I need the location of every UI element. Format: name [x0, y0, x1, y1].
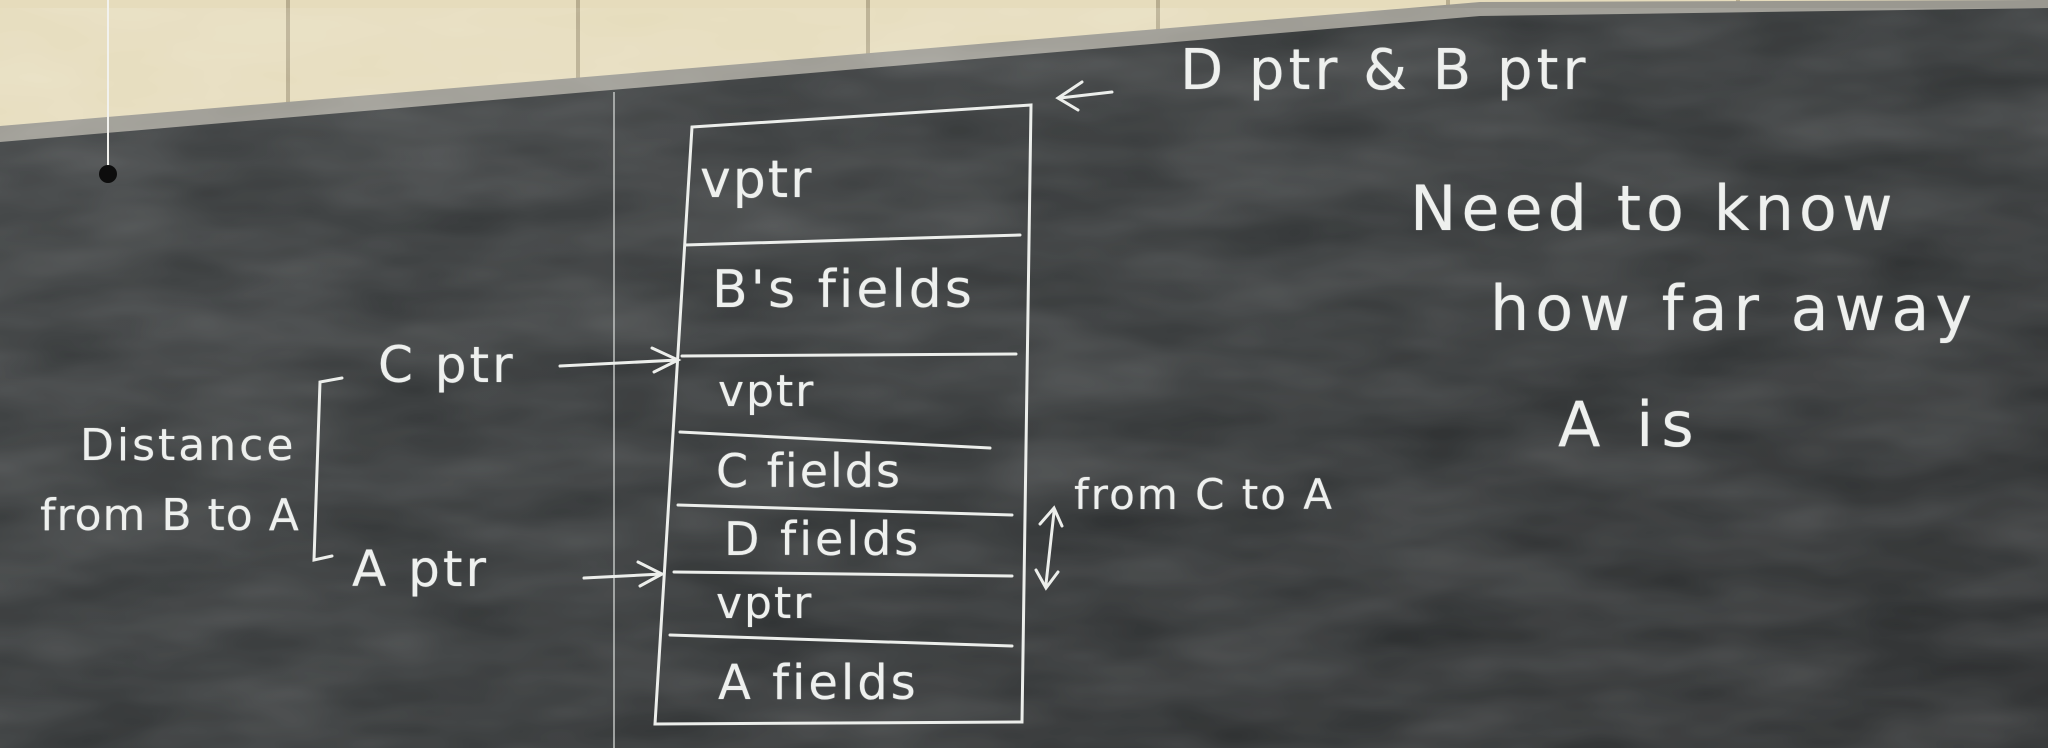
slot-a-fields: A fields: [718, 655, 919, 711]
slot-vptr-2: vptr: [718, 366, 815, 417]
slot-vptr-1: vptr: [700, 150, 814, 210]
top-pointer-note: D ptr & B ptr: [1180, 38, 1590, 103]
slot-d-fields: D fields: [724, 512, 921, 566]
note-line2: how far away: [1490, 272, 1979, 345]
c-pointer-label: C ptr: [378, 336, 516, 394]
slot-label: vptr: [700, 150, 814, 210]
slot-label: vptr: [716, 578, 814, 629]
slot-label: B's fields: [712, 260, 975, 320]
slot-vptr-3: vptr: [716, 578, 813, 629]
pin-icon: [99, 165, 117, 183]
slot-b-fields: B's fields: [712, 260, 975, 320]
slot-label: A fields: [718, 655, 919, 711]
a-pointer-label: A ptr: [352, 540, 489, 598]
from-c-to-a-label: from C to A: [1074, 470, 1335, 519]
slot-label: C fields: [716, 444, 902, 498]
distance-label-line2: from B to A: [40, 490, 300, 541]
distance-label-line1: Distance: [80, 420, 297, 471]
slot-c-fields: C fields: [716, 444, 902, 498]
note-line3: A is: [1558, 388, 1702, 461]
note-line1: Need to know: [1410, 172, 1898, 245]
slot-label: D fields: [724, 512, 922, 566]
slot-label: vptr: [718, 366, 816, 417]
